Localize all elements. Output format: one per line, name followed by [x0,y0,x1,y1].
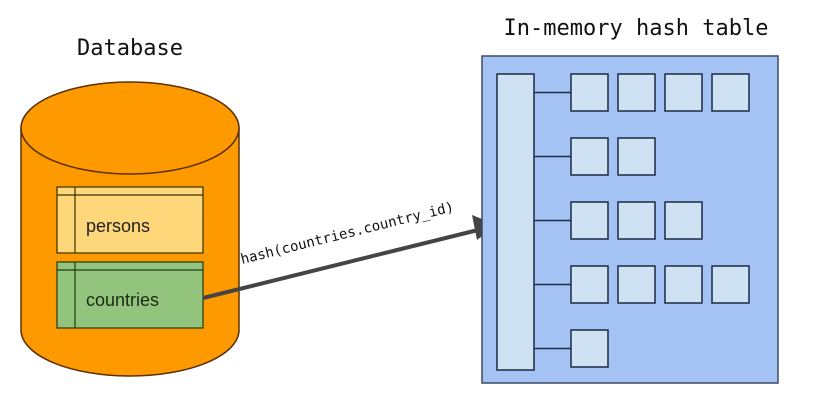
table-persons-label: persons [86,216,150,236]
hash-entry [617,137,656,176]
hash-entry [711,73,750,112]
hash-entry [617,265,656,304]
table-countries-label: countries [86,290,159,310]
hash-entry [570,201,609,240]
hash-table-title: In-memory hash table [504,16,769,41]
database-title: Database [77,36,183,61]
hash-arrow: hash(countries.country_id) [202,199,497,300]
bucket-array [496,73,535,371]
hash-entry [617,201,656,240]
hash-entry [664,201,703,240]
table-countries[interactable]: countries [56,261,204,329]
hash-entry [664,265,703,304]
cylinder-top [20,81,240,175]
hash-entry [617,73,656,112]
hash-entry [570,265,609,304]
hash-entry [570,73,609,112]
hash-entry [711,265,750,304]
bucket-chains [534,73,750,368]
arrow-line [202,228,479,300]
hash-entry [664,73,703,112]
arrow-label: hash(countries.country_id) [239,199,456,268]
hash-entry [570,137,609,176]
hash-entry [570,329,609,368]
table-persons[interactable]: persons [56,186,204,254]
